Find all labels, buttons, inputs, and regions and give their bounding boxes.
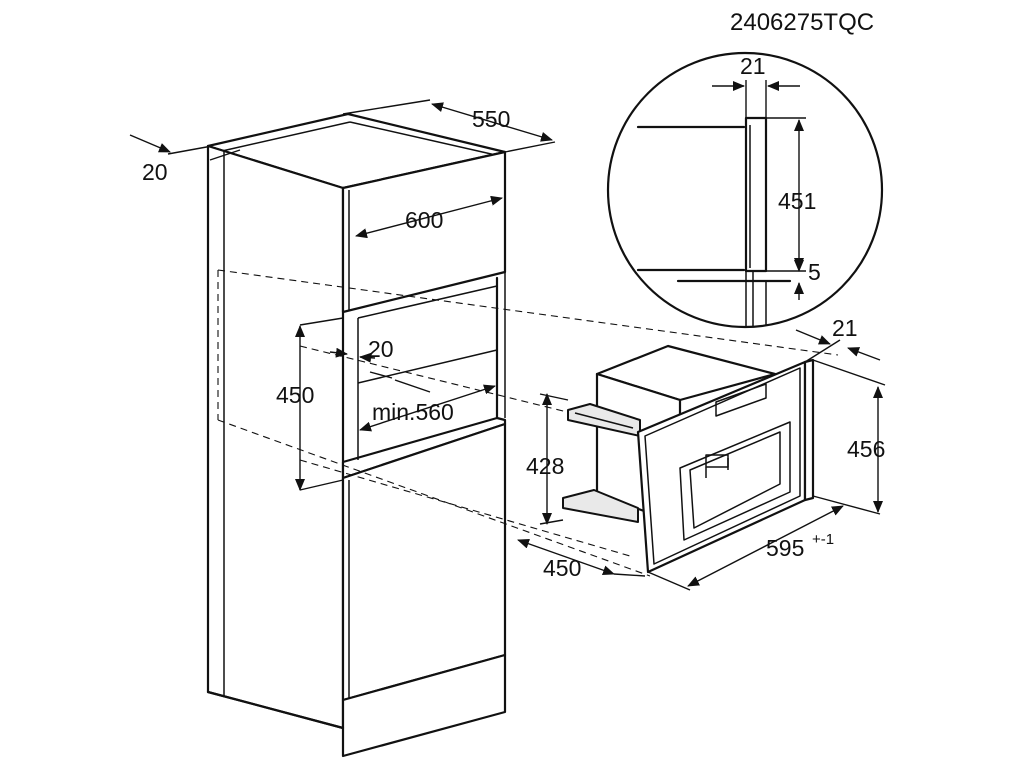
appliance-dimension-lines: [517, 329, 886, 591]
appliance-lower-tray: [562, 489, 639, 523]
detail-view: [606, 51, 884, 329]
label-front-width-tolerance: +-1: [812, 531, 834, 548]
label-niche-inset: 20: [368, 336, 394, 362]
label-detail-gap: 5: [808, 259, 821, 285]
label-body-depth: 450: [543, 555, 581, 581]
appliance-display: [715, 383, 767, 417]
appliance-dispenser-recess: [679, 421, 791, 541]
detail-panel: [744, 116, 768, 273]
label-niche-min-width: min.560: [372, 399, 454, 425]
cabinet-dimension-lines: [129, 99, 556, 491]
label-front-height: 456: [847, 436, 885, 462]
detail-circle: [606, 51, 884, 329]
cabinet-plinth: [341, 653, 507, 758]
label-side-offset: 20: [142, 159, 168, 185]
label-top-width: 600: [405, 207, 443, 233]
label-front-width: 595: [766, 535, 804, 561]
label-body-height: 428: [526, 453, 564, 479]
cabinet-left-side: [206, 144, 345, 730]
label-detail-height: 451: [778, 188, 816, 214]
appliance: [562, 344, 815, 574]
label-top-depth: 550: [472, 106, 510, 132]
label-front-thickness: 21: [832, 315, 858, 341]
label-niche-height: 450: [276, 382, 314, 408]
cabinet: [206, 112, 507, 758]
label-detail-thickness: 21: [740, 53, 766, 79]
drawing-code: 2406275TQC: [730, 9, 874, 36]
